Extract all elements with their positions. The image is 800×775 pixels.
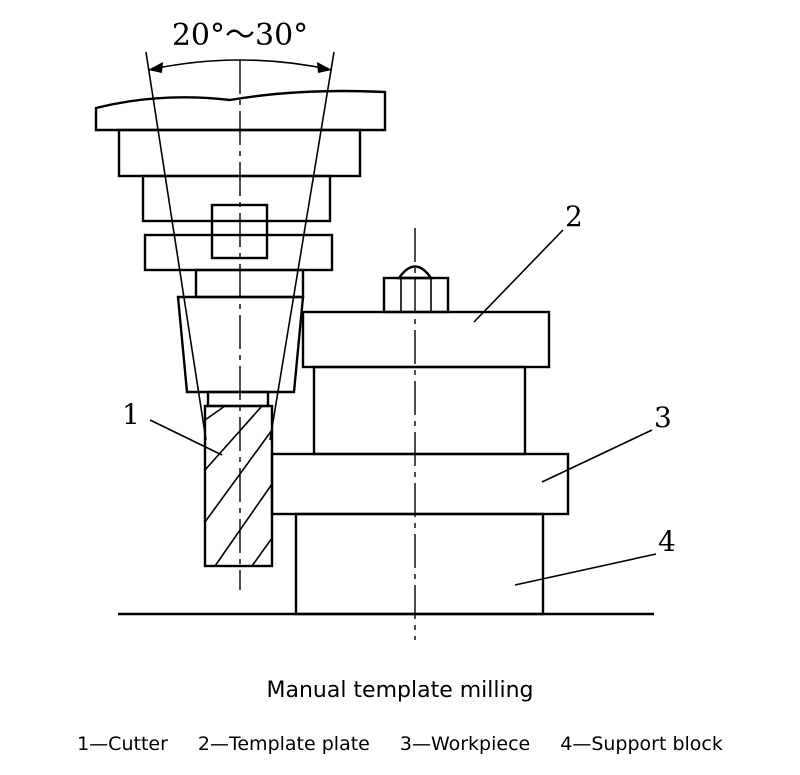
legend-item-workpiece: 3—Workpiece (399, 733, 531, 755)
angle-boundary-left (145, 51, 207, 441)
callout-label-4: 4 (658, 525, 676, 558)
workpiece (270, 452, 570, 516)
angle-dimension: 20°～30° (147, 18, 333, 73)
callout-3: 3 (541, 401, 672, 483)
legend-item-template-plate: 2—Template plate (197, 733, 370, 755)
clamping-nut (382, 265, 450, 314)
figure-caption: Manual template milling (266, 678, 534, 703)
callout-2: 2 (473, 200, 583, 323)
callout-label-3: 3 (654, 401, 672, 434)
legend-item-support-block: 4—Support block (560, 733, 723, 755)
callout-label-1: 1 (122, 398, 140, 431)
cutter (203, 404, 274, 568)
support-block (294, 512, 545, 616)
callout-4: 4 (514, 525, 676, 586)
angle-boundary-right (269, 51, 335, 441)
upper-block (312, 365, 527, 456)
legend: 1—Cutter 2—Template plate 3—Workpiece 4—… (0, 733, 800, 755)
template-plate (301, 310, 551, 369)
angle-label: 20°～30° (172, 18, 308, 53)
callout-1: 1 (122, 398, 223, 456)
callout-label-2: 2 (565, 200, 583, 233)
legend-item-cutter: 1—Cutter (77, 733, 168, 755)
